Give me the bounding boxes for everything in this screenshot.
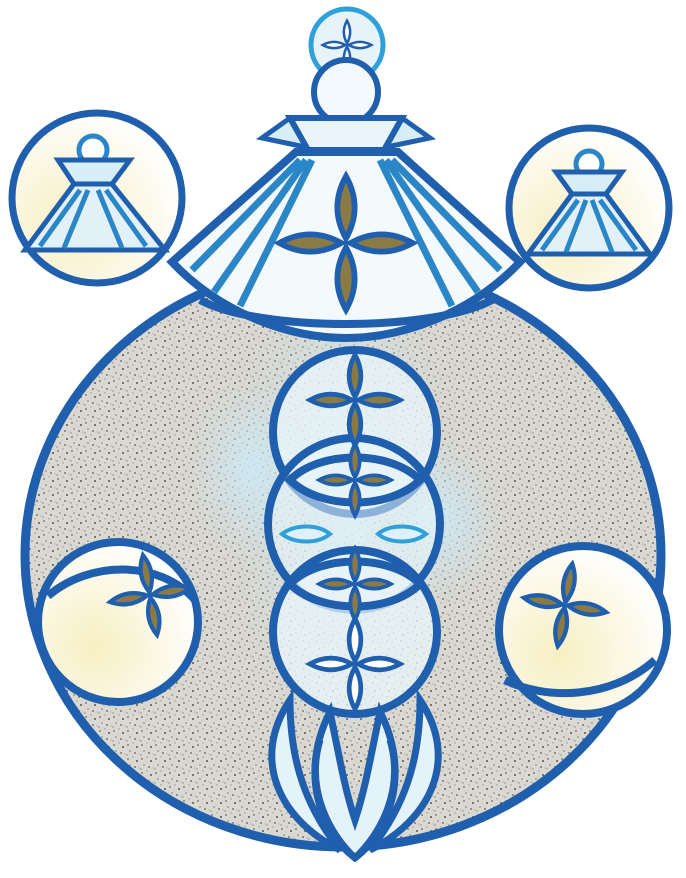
left-side-circle: [38, 542, 198, 702]
right-angel-circle: [509, 128, 669, 288]
central-circles: [268, 350, 440, 714]
right-side-circle: [499, 546, 667, 714]
left-angel-circle: [12, 113, 182, 283]
central-angel: [172, 9, 520, 338]
